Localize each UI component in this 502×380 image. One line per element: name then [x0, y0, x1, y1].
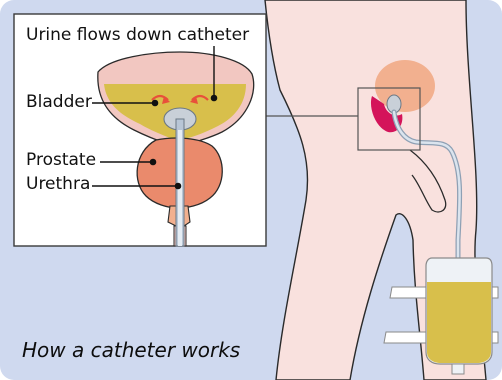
label-prostate: Prostate: [26, 152, 96, 169]
caption: How a catheter works: [22, 340, 240, 360]
label-urethra: Urethra: [26, 176, 90, 193]
urine-bag: [426, 258, 492, 374]
label-urine-flow: Urine flows down catheter: [26, 27, 249, 44]
label-bladder: Bladder: [26, 94, 92, 111]
